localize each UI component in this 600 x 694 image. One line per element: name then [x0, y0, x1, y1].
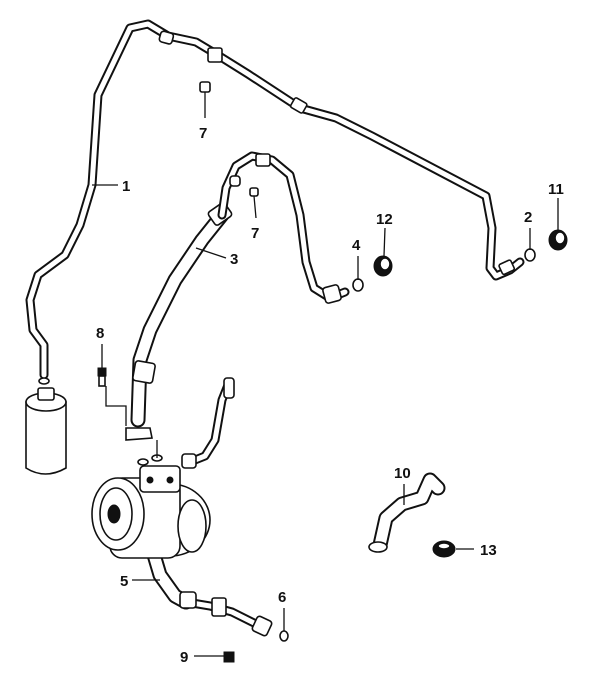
part-12-cap [373, 255, 393, 277]
compressor-manifold [139, 465, 181, 493]
pipe-fitting [322, 284, 342, 304]
clip [199, 81, 211, 93]
part-10-drain-hose [368, 472, 446, 553]
callout-11: 11 [548, 181, 564, 198]
hose-crimp [132, 360, 156, 384]
callout-9: 9 [180, 649, 188, 666]
pipe-clamp [207, 47, 223, 63]
part-4-o-ring [352, 278, 364, 292]
o-ring [279, 630, 289, 642]
compressor-rear-cover [177, 499, 207, 553]
bolt-head [97, 367, 107, 377]
leader-lines [92, 92, 559, 657]
part-6-o-ring [279, 630, 289, 642]
o-ring [352, 278, 364, 292]
service-cap-face [554, 231, 566, 245]
callout-12: 12 [376, 211, 393, 228]
pipe-fitting [498, 259, 516, 276]
clutch-hub [107, 504, 121, 524]
callout-1: 1 [122, 178, 130, 195]
part-9-bolt [223, 651, 235, 663]
callout-2: 2 [524, 209, 532, 226]
pipe-coupling [289, 97, 308, 114]
callout-8: 8 [96, 325, 104, 342]
part-13-grommet [432, 540, 456, 558]
pipe-nut [251, 615, 273, 637]
pipe-coupling [158, 30, 175, 45]
pipe-end [223, 377, 235, 399]
o-ring [524, 248, 536, 262]
pipe-cap [229, 175, 241, 187]
callout-5: 5 [120, 573, 128, 590]
manifold-bolt [166, 476, 174, 484]
bolt-shank [98, 375, 106, 387]
service-cap-face [379, 257, 391, 271]
o-ring [137, 458, 149, 466]
compressor-o-rings [137, 454, 163, 466]
part-8-bolt [97, 367, 107, 387]
drier-o-ring [38, 377, 50, 385]
part-1-liquid-line [25, 19, 525, 380]
callout-4: 4 [352, 237, 361, 254]
part-11-cap [548, 229, 568, 251]
hose-flange [125, 427, 153, 441]
callouts: 1 2 3 4 5 6 7 7 8 9 10 11 12 13 [96, 125, 564, 666]
drier-fitting [37, 387, 55, 401]
grommet-hole [437, 542, 451, 550]
drier-canister [25, 401, 67, 475]
callout-13: 13 [480, 542, 497, 559]
callout-6: 6 [278, 589, 286, 606]
bolt-head [223, 651, 235, 663]
compressor [91, 465, 211, 559]
receiver-drier [25, 377, 67, 475]
part-3-suction-hose [125, 151, 350, 441]
pipe-clamp [255, 153, 271, 167]
callout-3: 3 [230, 251, 238, 268]
pipe-fitting [181, 453, 197, 469]
manifold-bolt [146, 476, 154, 484]
part-5-discharge-line [144, 377, 273, 637]
callout-7: 7 [251, 225, 259, 242]
clip [249, 187, 259, 197]
callout-7: 7 [199, 125, 207, 142]
hose-crimp [179, 591, 197, 609]
pipe-bracket [211, 597, 227, 617]
part-2-o-ring [524, 248, 536, 262]
callout-10: 10 [394, 465, 411, 482]
hose-end [368, 541, 388, 553]
